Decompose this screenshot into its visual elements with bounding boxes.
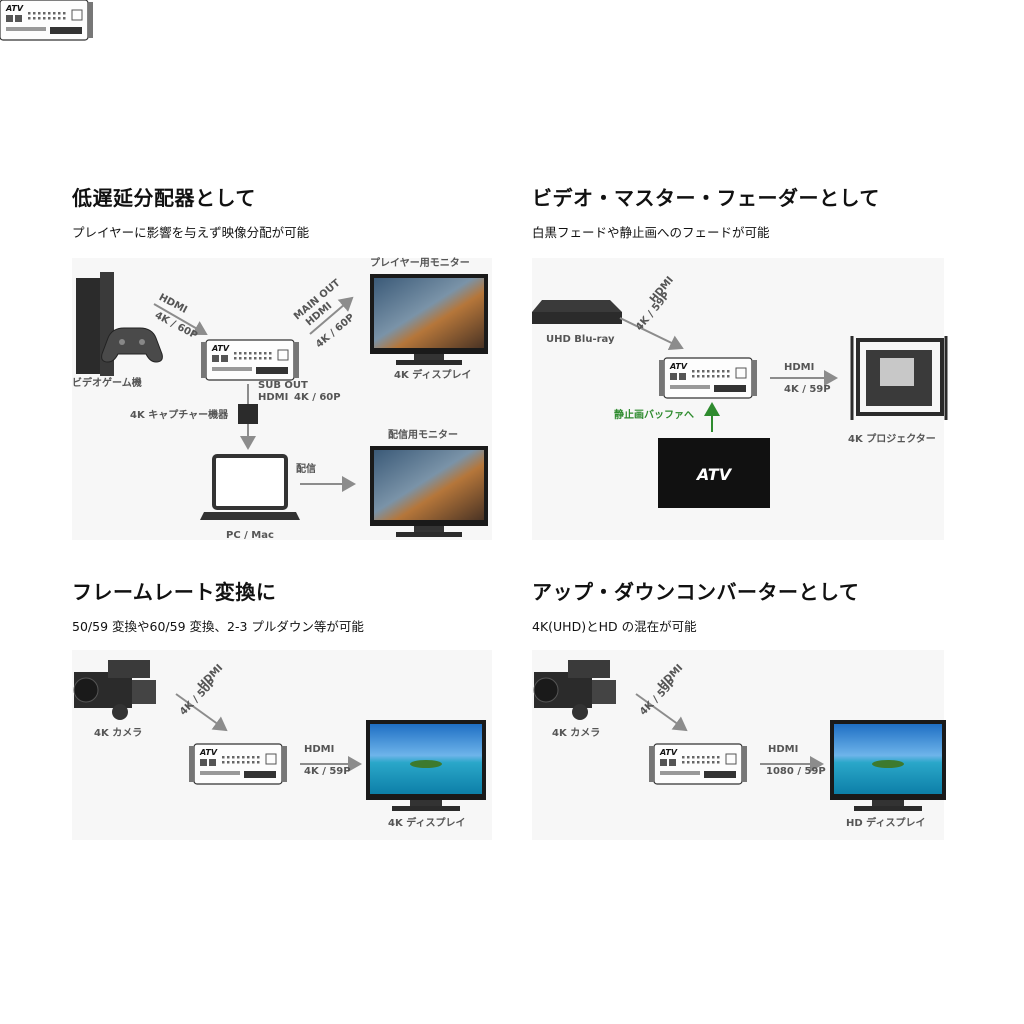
sub-out-label: SUB OUT <box>258 380 308 391</box>
sec3-out-hdmi-label: HDMI <box>304 744 335 755</box>
buffer-label: 静止画バッファへ <box>614 410 694 421</box>
atv-logo-text: ATV <box>695 465 733 484</box>
stream-label: 配信 <box>296 464 316 475</box>
capture-label: 4K キャプチャー機器 <box>130 410 229 421</box>
svg-text:ATV: ATV <box>5 4 24 13</box>
sec2-out-hdmi-label: HDMI <box>784 362 815 373</box>
4k-display-icon <box>366 720 486 811</box>
stream-monitor-label: 配信用モニター <box>388 430 458 441</box>
sub-out-res-label: 4K / 60P <box>294 392 341 403</box>
sec4-title: アップ・ダウンコンバーターとして <box>532 580 860 604</box>
hd-display-icon <box>830 720 946 811</box>
sec2-subtitle: 白黒フェードや静止画へのフェードが可能 <box>532 225 770 240</box>
sec3-camera-label: 4K カメラ <box>94 728 143 739</box>
sec3-display-label: 4K ディスプレイ <box>388 818 466 829</box>
bluray-label: UHD Blu-ray <box>546 334 615 345</box>
sec3-subtitle: 50/59 変換や60/59 変換、2-3 プルダウン等が可能 <box>72 619 364 634</box>
game-console-icon <box>76 272 163 376</box>
camera-icon <box>533 660 616 720</box>
bluray-player-icon <box>532 300 622 324</box>
player-monitor-icon <box>370 274 488 365</box>
player-monitor-label: プレイヤー用モニター <box>370 258 470 269</box>
player-display-label: 4K ディスプレイ <box>394 370 472 381</box>
sec2-title: ビデオ・マスター・フェーダーとして <box>532 186 880 210</box>
projector-icon <box>850 336 948 420</box>
atv-logo-box: ATV <box>658 438 770 508</box>
sec3-out-res-label: 4K / 59P <box>304 766 351 777</box>
sec4-subtitle: 4K(UHD)とHD の混在が可能 <box>532 619 697 634</box>
sec4-out-res-label: 1080 / 59P <box>766 766 826 777</box>
pc-label: PC / Mac <box>226 530 274 541</box>
camera-icon <box>73 660 156 720</box>
sec4-camera-label: 4K カメラ <box>552 728 601 739</box>
sec3-title: フレームレート変換に <box>72 580 277 604</box>
projector-label: 4K プロジェクター <box>848 434 936 445</box>
stream-monitor-icon <box>370 446 488 537</box>
sec4-out-hdmi-label: HDMI <box>768 744 799 755</box>
sec2-out-res-label: 4K / 59P <box>784 384 831 395</box>
sec4-display-label: HD ディスプレイ <box>846 818 926 829</box>
laptop-icon <box>200 454 300 520</box>
sec1-title: 低遅延分配器として <box>72 186 256 210</box>
sub-out-hdmi-label: HDMI <box>258 392 289 403</box>
sec1-subtitle: プレイヤーに影響を与えず映像分配が可能 <box>72 225 310 240</box>
console-label: ビデオゲーム機 <box>72 378 142 389</box>
